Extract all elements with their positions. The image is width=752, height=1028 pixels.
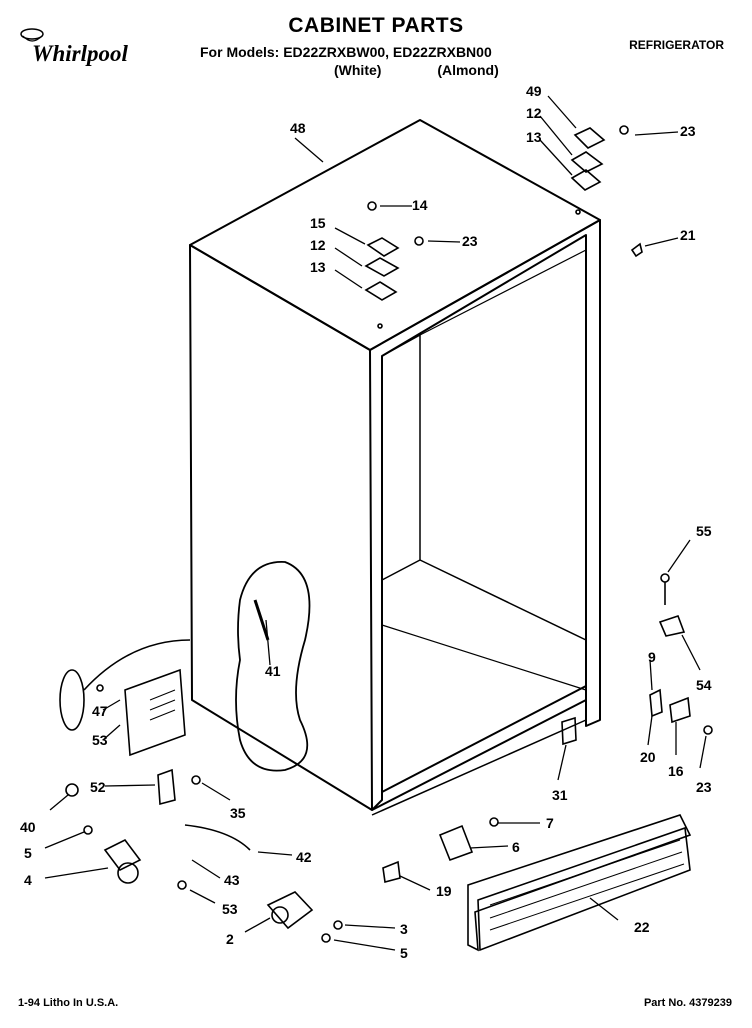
callout-53: 53 — [92, 732, 108, 748]
print-info: 1-94 Litho In U.S.A. — [18, 997, 119, 1009]
callout-5: 5 — [24, 845, 32, 861]
callout-43: 43 — [224, 872, 240, 888]
page-title: CABINET PARTS — [288, 14, 464, 37]
callout-16: 16 — [668, 763, 684, 779]
callout-49: 49 — [526, 83, 542, 99]
callout-12: 12 — [526, 105, 542, 121]
callout-40: 40 — [20, 819, 36, 835]
callout-48: 48 — [290, 120, 306, 136]
callout-5: 5 — [400, 945, 408, 961]
callout-7: 7 — [546, 815, 554, 831]
part-number: Part No. 4379239 — [643, 997, 732, 1009]
callout-23: 23 — [462, 233, 478, 249]
callout-35: 35 — [230, 805, 246, 821]
callout-19: 19 — [436, 883, 452, 899]
model-variants: (White) (Almond) — [334, 62, 499, 78]
callout-52: 52 — [90, 779, 106, 795]
callout-47: 47 — [92, 703, 108, 719]
callout-23: 23 — [696, 779, 712, 795]
model-list: For Models: ED22ZRXBW00, ED22ZRXBN00 — [200, 44, 492, 60]
callout-21: 21 — [680, 227, 696, 243]
callout-55: 55 — [696, 523, 712, 539]
callout-23: 23 — [680, 123, 696, 139]
callout-3: 3 — [400, 921, 408, 937]
product-category: REFRIGERATOR — [629, 38, 724, 52]
callout-4: 4 — [24, 872, 32, 888]
hinge-assembly-upper — [364, 125, 643, 329]
callout-6: 6 — [512, 839, 520, 855]
callout-9: 9 — [648, 649, 656, 665]
leader-lines — [44, 95, 707, 951]
callout-42: 42 — [296, 849, 312, 865]
callout-41: 41 — [265, 663, 281, 679]
cabinet-body — [189, 119, 601, 816]
brand-logo — [18, 24, 148, 74]
callout-20: 20 — [640, 749, 656, 765]
brand-logo-graphic — [20, 28, 44, 42]
callout-2: 2 — [226, 931, 234, 947]
brand-name: Whirlpool — [32, 41, 128, 66]
callout-54: 54 — [696, 677, 712, 693]
callout-22: 22 — [634, 919, 650, 935]
callout-13: 13 — [310, 259, 326, 275]
callout-14: 14 — [412, 197, 428, 213]
callout-15: 15 — [310, 215, 326, 231]
callout-31: 31 — [552, 787, 568, 803]
callout-12: 12 — [310, 237, 326, 253]
lower-parts — [59, 573, 713, 952]
callout-53: 53 — [222, 901, 238, 917]
callout-13: 13 — [526, 129, 542, 145]
